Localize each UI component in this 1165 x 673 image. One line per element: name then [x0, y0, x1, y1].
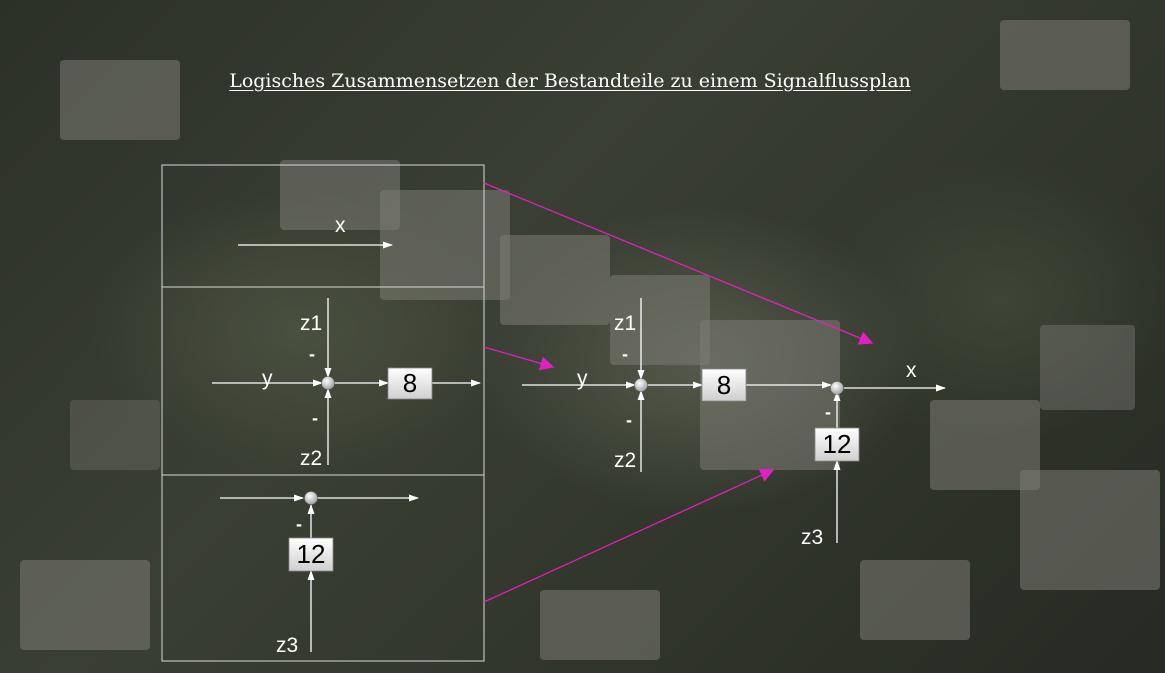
sign-minus-bottom: -	[312, 408, 318, 428]
z3-label: z3	[276, 634, 298, 657]
gain-block-label: 8	[403, 368, 417, 398]
page-title: Logisches Zusammensetzen der Bestandteil…	[229, 70, 911, 92]
signal-x-label: x	[335, 214, 346, 237]
gain-block-12-label: 12	[823, 429, 852, 459]
summing-junction-2	[830, 381, 844, 395]
summing-junction-1	[634, 378, 648, 392]
summing-junction	[304, 491, 318, 505]
combined-z1-label: z1	[614, 312, 636, 335]
mapping-arrows	[483, 182, 874, 603]
combined-z3-label: z3	[801, 526, 823, 549]
combined-sign-bottom: -	[626, 410, 632, 430]
z2-label: z2	[300, 447, 322, 470]
combined-z2-label: z2	[614, 449, 636, 472]
combined-sign-top: -	[622, 344, 628, 364]
panel-top-signal-x: x	[238, 214, 393, 249]
left-panel-frame	[161, 164, 485, 662]
gain-block	[387, 367, 433, 400]
mapping-arrow-middle	[483, 346, 555, 371]
summing-junction	[321, 376, 335, 390]
gain-block-label: 12	[297, 539, 326, 569]
gain-block	[288, 537, 334, 572]
input-y-label: y	[262, 367, 273, 390]
combined-sign-z3: -	[825, 402, 831, 422]
gain-block-12	[814, 427, 860, 462]
mapping-arrow-bottom	[483, 468, 775, 603]
sign-minus-top: -	[309, 344, 315, 364]
combined-output-x-label: x	[906, 359, 917, 382]
mapping-arrow-top	[483, 182, 874, 345]
panel-bottom-summing: 12 - z3	[220, 491, 419, 657]
gain-block-8	[701, 368, 747, 402]
panel-middle-summing: 8 y z1 - - z2	[212, 298, 481, 470]
combined-input-y-label: y	[577, 367, 588, 390]
combined-signal-flow: 8 12 y z1 - - z2 - z3 x	[522, 298, 946, 549]
z1-label: z1	[300, 312, 322, 335]
sign-minus: -	[296, 514, 302, 534]
gain-block-8-label: 8	[717, 370, 731, 400]
